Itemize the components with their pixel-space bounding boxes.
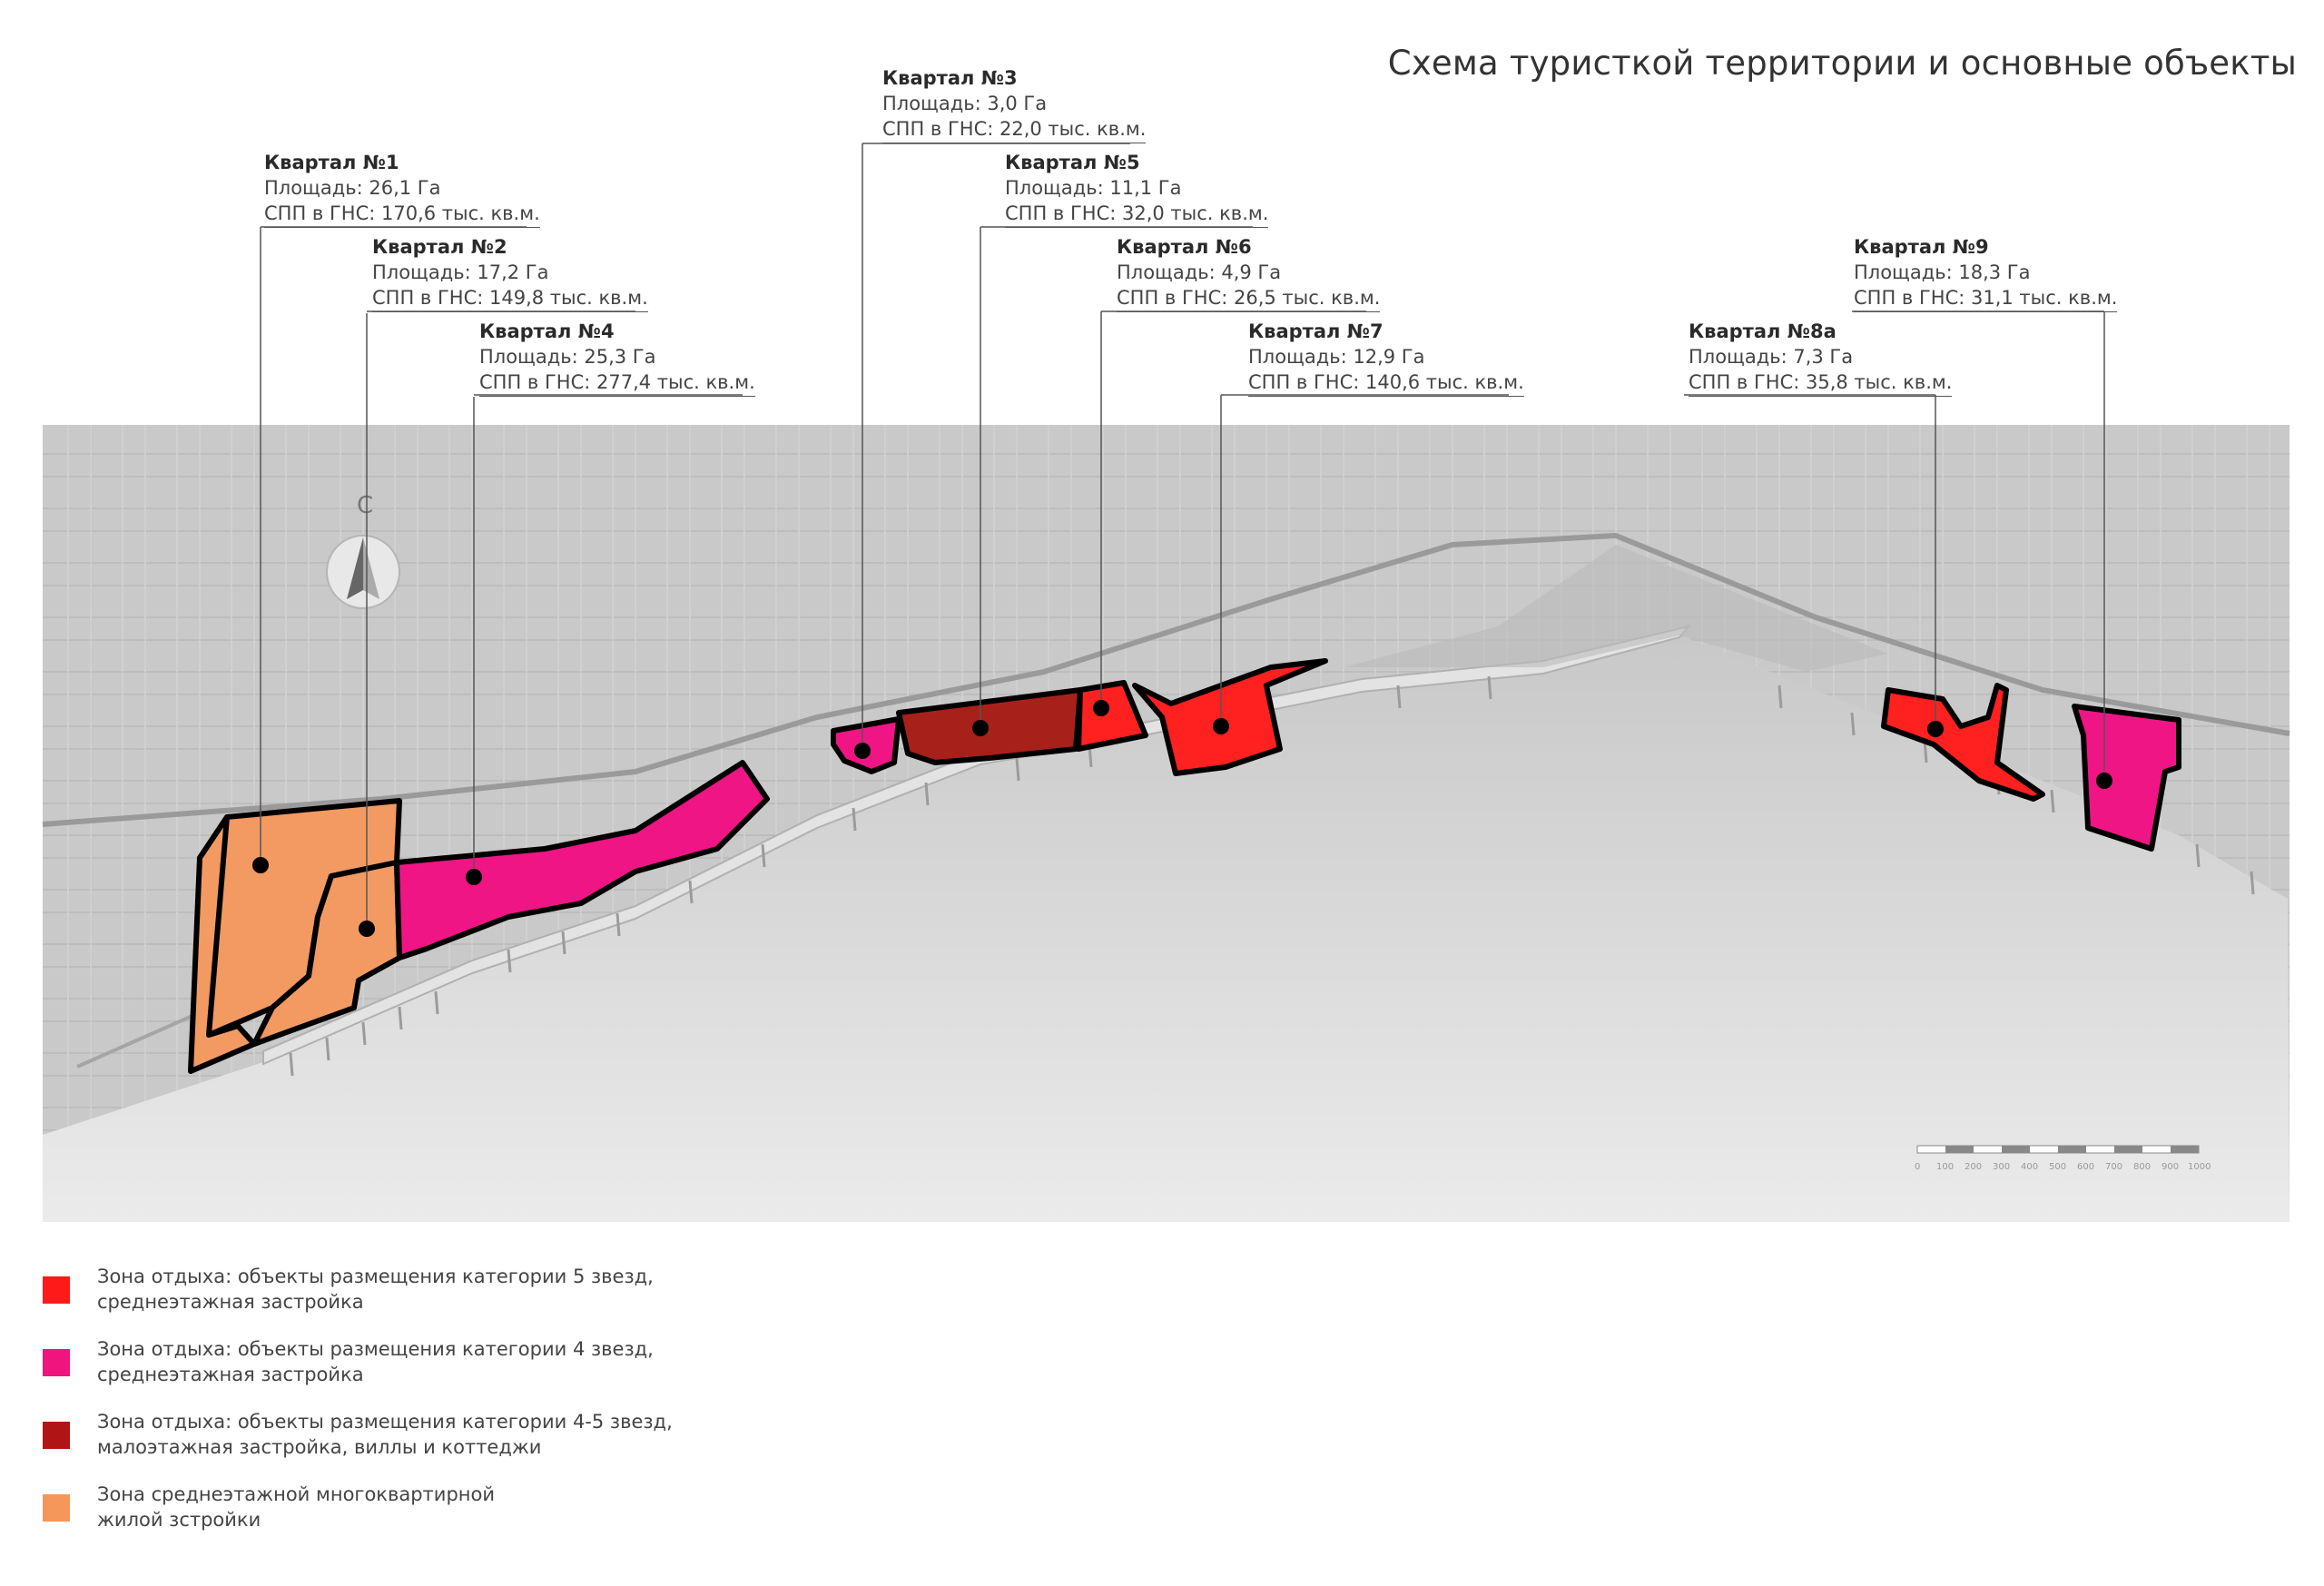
quarter-area: Площадь: 25,3 Га	[479, 346, 656, 368]
quarter-name: Квартал №4	[479, 320, 615, 342]
legend-text: Зона отдыха: объекты размещения категори…	[97, 1409, 673, 1460]
piers	[289, 675, 2255, 1077]
callout-quarter-3: Квартал №3 Площадь: 3,0 Га СПП в ГНС: 22…	[882, 65, 1147, 143]
zone-quarter-6	[1076, 680, 1148, 752]
quarter-area: Площадь: 4,9 Га	[1117, 261, 1282, 283]
callout-quarter-2: Квартал №2 Площадь: 17,2 Га СПП в ГНС: 1…	[372, 234, 648, 312]
zone-quarter-4	[394, 760, 770, 960]
quarter-area: Площадь: 7,3 Га	[1689, 346, 1854, 368]
scale-label: 400	[2021, 1162, 2038, 1172]
scale-label: 600	[2077, 1162, 2094, 1172]
marker-quarter-5	[972, 720, 989, 736]
quarter-name: Квартал №9	[1854, 236, 1989, 258]
scale-label: 300	[1993, 1162, 2010, 1172]
legend-swatch	[43, 1422, 70, 1449]
quarter-gns: СПП в ГНС: 26,5 тыс. кв.м.	[1117, 285, 1381, 312]
quarter-gns: СПП в ГНС: 140,6 тыс. кв.м.	[1248, 369, 1524, 397]
callout-quarter-9: Квартал №9 Площадь: 18,3 Га СПП в ГНС: 3…	[1854, 234, 2118, 312]
marker-quarter-4	[466, 869, 482, 885]
marker-quarter-2	[359, 921, 375, 937]
page-title: Схема туристкой территории и основные об…	[1387, 44, 2297, 83]
callout-quarter-7: Квартал №7 Площадь: 12,9 Га СПП в ГНС: 1…	[1248, 319, 1524, 397]
quarter-name: Квартал №8а	[1689, 320, 1837, 342]
zone-quarter-8a	[1881, 683, 2045, 802]
zone-quarter-9	[2072, 704, 2181, 852]
legend-line: Зона отдыха: объекты размещения категори…	[97, 1338, 654, 1360]
quarter-gns: СПП в ГНС: 277,4 тыс. кв.м.	[479, 369, 755, 397]
marker-quarter-3	[854, 743, 871, 759]
marker-quarter-9	[2096, 773, 2112, 789]
scale-label: 800	[2133, 1162, 2151, 1172]
legend-swatch	[43, 1276, 70, 1304]
quarter-name: Квартал №3	[882, 67, 1018, 89]
legend-line: Зона среднеэтажной многоквартирной	[97, 1483, 495, 1505]
quarter-area: Площадь: 11,1 Га	[1005, 177, 1182, 199]
callout-quarter-1: Квартал №1 Площадь: 26,1 Га СПП в ГНС: 1…	[264, 150, 540, 228]
quarter-area: Площадь: 17,2 Га	[372, 261, 549, 283]
main-road	[42, 532, 2290, 827]
marker-quarter-1	[252, 857, 269, 873]
quarter-area: Площадь: 18,3 Га	[1854, 261, 2031, 283]
quarter-area: Площадь: 26,1 Га	[264, 177, 441, 199]
legend-line: малоэтажная застройка, виллы и коттеджи	[97, 1436, 542, 1458]
scale-label: 1000	[2188, 1162, 2211, 1172]
quarter-name: Квартал №2	[372, 236, 507, 258]
legend-line: среднеэтажная застройка	[97, 1291, 364, 1313]
quarter-gns: СПП в ГНС: 31,1 тыс. кв.м.	[1854, 285, 2118, 312]
callout-quarter-4: Квартал №4 Площадь: 25,3 Га СПП в ГНС: 2…	[479, 319, 755, 397]
zone-quarter-1b	[188, 814, 257, 1074]
legend-line: Зона отдыха: объекты размещения категори…	[97, 1411, 673, 1433]
legend-swatch	[43, 1494, 70, 1522]
legend-text: Зона отдыха: объекты размещения категори…	[97, 1264, 654, 1315]
scale-label: 700	[2105, 1162, 2122, 1172]
legend-text: Зона среднеэтажной многоквартирной жилой…	[97, 1482, 495, 1532]
zone-polygons	[188, 658, 2181, 1074]
quarter-name: Квартал №7	[1248, 320, 1384, 342]
scale-label: 900	[2162, 1162, 2179, 1172]
quarter-gns: СПП в ГНС: 35,8 тыс. кв.м.	[1689, 369, 1953, 397]
quarter-gns: СПП в ГНС: 32,0 тыс. кв.м.	[1005, 201, 1269, 228]
marker-quarter-6	[1093, 700, 1109, 716]
quarter-name: Квартал №1	[264, 152, 399, 173]
quarter-gns: СПП в ГНС: 170,6 тыс. кв.м.	[264, 201, 540, 228]
legend-line: Зона отдыха: объекты размещения категори…	[97, 1266, 654, 1287]
callout-quarter-8a: Квартал №8а Площадь: 7,3 Га СПП в ГНС: 3…	[1689, 319, 1953, 397]
legend-line: среднеэтажная застройка	[97, 1364, 364, 1385]
quarter-gns: СПП в ГНС: 149,8 тыс. кв.м.	[372, 285, 648, 312]
water-area	[43, 635, 2290, 1222]
compass-icon: С	[326, 492, 400, 609]
coastal-wetland	[1344, 545, 1888, 672]
scale-label: 200	[1965, 1162, 1982, 1172]
quarter-area: Площадь: 12,9 Га	[1248, 346, 1425, 368]
scale-bar	[1916, 1145, 2200, 1154]
svg-text:С: С	[357, 492, 373, 519]
legend-text: Зона отдыха: объекты размещения категори…	[97, 1336, 654, 1387]
marker-quarter-8a	[1927, 721, 1944, 737]
quarter-name: Квартал №5	[1005, 152, 1140, 173]
legend-swatch	[43, 1349, 70, 1376]
scale-label: 500	[2049, 1162, 2066, 1172]
callout-quarter-5: Квартал №5 Площадь: 11,1 Га СПП в ГНС: 3…	[1005, 150, 1269, 228]
leader-lines	[260, 143, 2105, 928]
scale-labels: 0 100 200 300 400 500 600 700 800 900 10…	[1915, 1162, 2211, 1172]
scale-label: 100	[1936, 1162, 1954, 1172]
quarter-area: Площадь: 3,0 Га	[882, 93, 1048, 114]
scale-label: 0	[1915, 1162, 1920, 1172]
quarter-gns: СПП в ГНС: 22,0 тыс. кв.м.	[882, 116, 1147, 143]
quarter-name: Квартал №6	[1117, 236, 1252, 258]
marker-quarter-7	[1213, 718, 1229, 734]
callout-quarter-6: Квартал №6 Площадь: 4,9 Га СПП в ГНС: 26…	[1117, 234, 1381, 312]
legend-line: жилой зстройки	[97, 1509, 261, 1531]
quarter-markers	[252, 700, 2112, 937]
